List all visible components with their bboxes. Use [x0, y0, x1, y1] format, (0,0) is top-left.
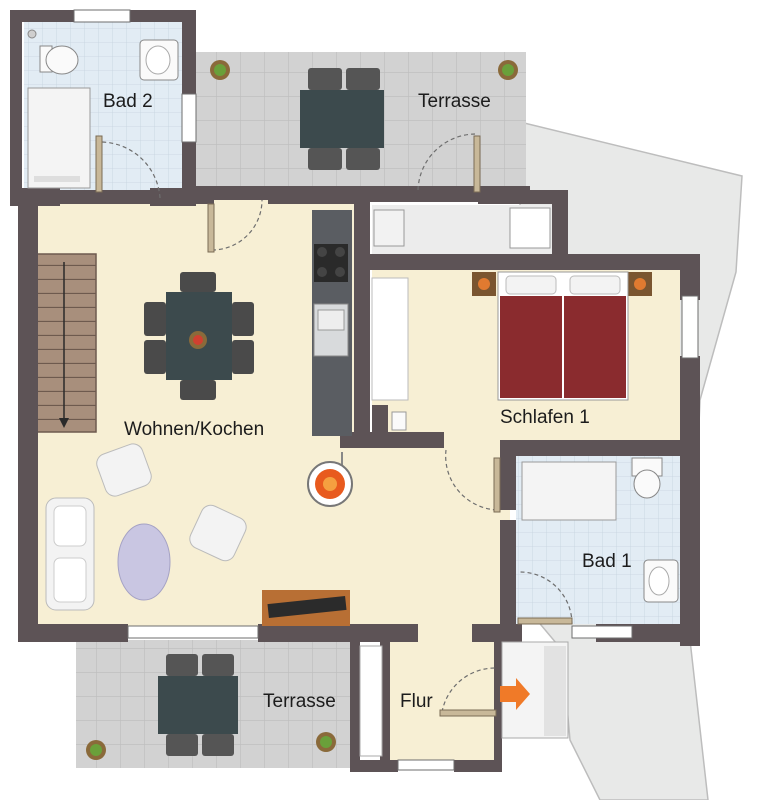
stove [307, 452, 353, 507]
terrace-top-furniture [210, 60, 518, 170]
room-label-flur: Flur [400, 691, 433, 712]
corridor-fixtures [373, 207, 551, 249]
living-furniture [45, 443, 350, 626]
flur-closet [359, 645, 383, 757]
walls [10, 10, 700, 772]
bad2-fixtures [27, 29, 179, 189]
room-label-wohnen-kochen: Wohnen/Kochen [124, 419, 265, 440]
door-swings [99, 133, 573, 713]
stairs [35, 253, 97, 433]
room-label-terrasse-bottom: Terrasse [263, 691, 336, 712]
door-leaves [95, 135, 573, 717]
arrow-right-icon [500, 678, 530, 710]
bedroom-furniture [371, 271, 652, 431]
room-label-terrasse-top: Terrasse [418, 91, 491, 112]
flur-floor [380, 630, 498, 762]
room-label-bad-1: Bad 1 [582, 551, 632, 572]
room-label-bad-2: Bad 2 [103, 91, 153, 112]
kitchen [312, 210, 352, 436]
middle-floor [340, 440, 510, 630]
dining-table [144, 272, 254, 400]
windows [73, 9, 699, 771]
terrace-bottom-furniture [86, 654, 336, 760]
room-label-schlafen-1: Schlafen 1 [500, 407, 590, 428]
bad1-fixtures [521, 457, 679, 603]
